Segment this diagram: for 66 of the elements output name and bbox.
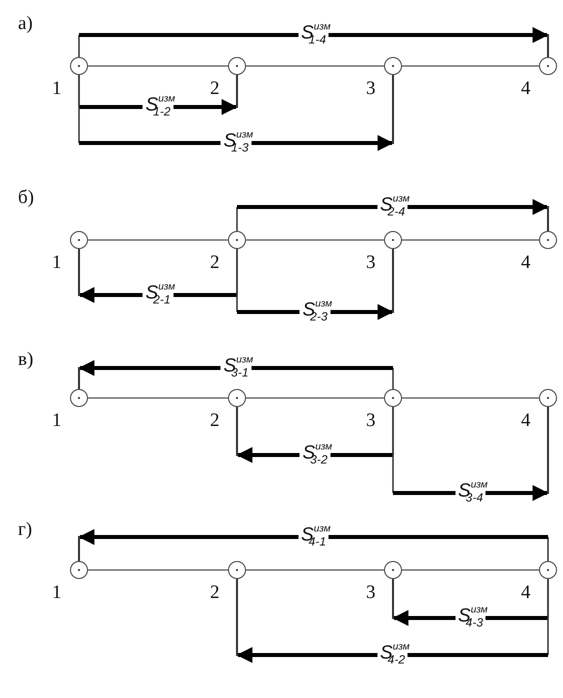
point-number: 4 — [521, 253, 530, 272]
vertical-line — [392, 249, 394, 313]
panel-label: а) — [18, 14, 33, 33]
vertical-line — [547, 206, 549, 231]
point-number: 1 — [52, 253, 62, 272]
station-circle — [384, 57, 402, 75]
vertical-line — [78, 249, 80, 296]
station-circle — [228, 561, 246, 579]
vertical-line — [547, 407, 549, 494]
station-circle — [70, 57, 88, 75]
measurement-arrow — [78, 360, 394, 389]
point-number: 1 — [52, 79, 62, 98]
station-circle — [384, 561, 402, 579]
station-circle — [228, 389, 246, 407]
station-circle — [539, 389, 557, 407]
connector-line — [246, 569, 384, 571]
point-number: 3 — [366, 79, 376, 98]
connector-line — [402, 397, 539, 399]
measurement-arrow — [78, 529, 549, 561]
point-number: 4 — [521, 79, 530, 98]
station-circle — [539, 57, 557, 75]
point-number: 4 — [521, 411, 530, 430]
point-number: 2 — [210, 411, 220, 430]
vertical-line — [236, 407, 238, 456]
connector-line — [402, 239, 539, 241]
connector-line — [246, 65, 384, 67]
connector-line — [88, 239, 228, 241]
point-number: 3 — [366, 583, 376, 602]
vertical-line — [78, 536, 80, 561]
connector-line — [402, 65, 539, 67]
measurement-arrow — [236, 579, 549, 663]
point-number: 1 — [52, 583, 62, 602]
point-number: 1 — [52, 411, 62, 430]
station-circle — [228, 57, 246, 75]
panel-label: б) — [18, 188, 34, 207]
point-number: 3 — [366, 411, 376, 430]
connector-line — [88, 65, 228, 67]
point-number: 3 — [366, 253, 376, 272]
station-circle — [539, 231, 557, 249]
station-circle — [539, 561, 557, 579]
connector-line — [88, 397, 228, 399]
vertical-line — [547, 34, 549, 57]
station-circle — [384, 389, 402, 407]
vertical-line — [392, 579, 394, 619]
connector-line — [246, 239, 384, 241]
vertical-line — [236, 75, 238, 108]
measurement-arrow — [78, 27, 549, 57]
station-circle — [70, 389, 88, 407]
vertical-line — [78, 367, 80, 389]
station-circle — [384, 231, 402, 249]
connector-line — [402, 569, 539, 571]
vertical-line — [236, 579, 238, 656]
point-number: 2 — [210, 79, 220, 98]
point-number: 2 — [210, 583, 220, 602]
panel-label: в) — [18, 350, 34, 369]
point-number: 4 — [521, 583, 530, 602]
connector-line — [246, 397, 384, 399]
station-circle — [70, 231, 88, 249]
measurement-arrow — [236, 199, 549, 231]
station-circle — [70, 561, 88, 579]
vertical-line — [392, 75, 394, 144]
connector-line — [88, 569, 228, 571]
station-circle — [228, 231, 246, 249]
measurement-arrow — [78, 75, 394, 151]
point-number: 2 — [210, 253, 220, 272]
panel-label: г) — [18, 520, 32, 539]
